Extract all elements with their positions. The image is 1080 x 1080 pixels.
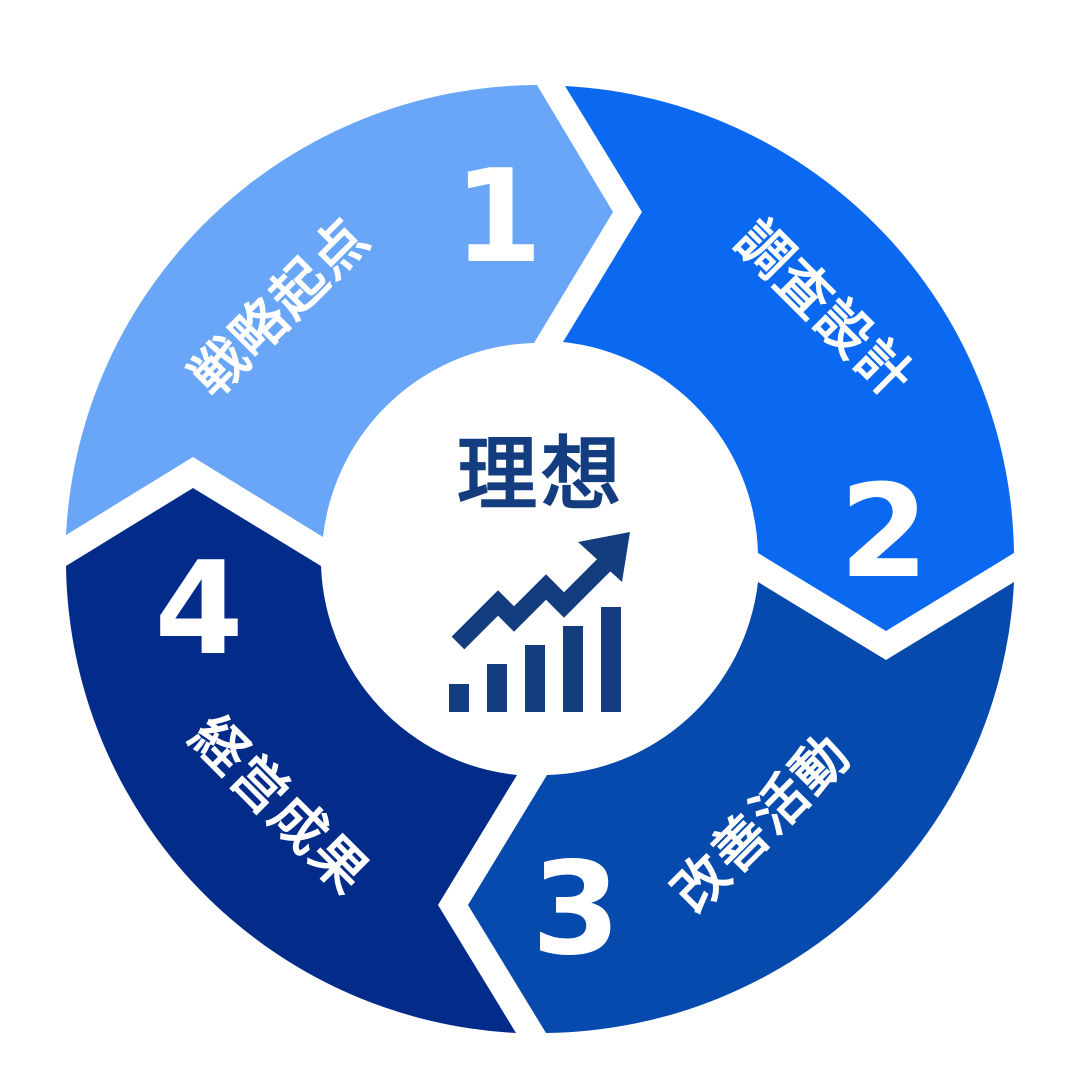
- segment-1: [66, 85, 613, 537]
- segment-1-number: 1: [453, 143, 542, 292]
- segment-4-number: 4: [154, 535, 243, 684]
- segment-3-number: 3: [531, 835, 620, 984]
- segment-4: [66, 488, 517, 1033]
- segment-2-number: 2: [839, 458, 928, 607]
- segment-2: [563, 86, 1014, 631]
- growth-chart-icon: [449, 532, 630, 712]
- center-title: 理想: [457, 428, 625, 521]
- segment-3: [468, 582, 1014, 1033]
